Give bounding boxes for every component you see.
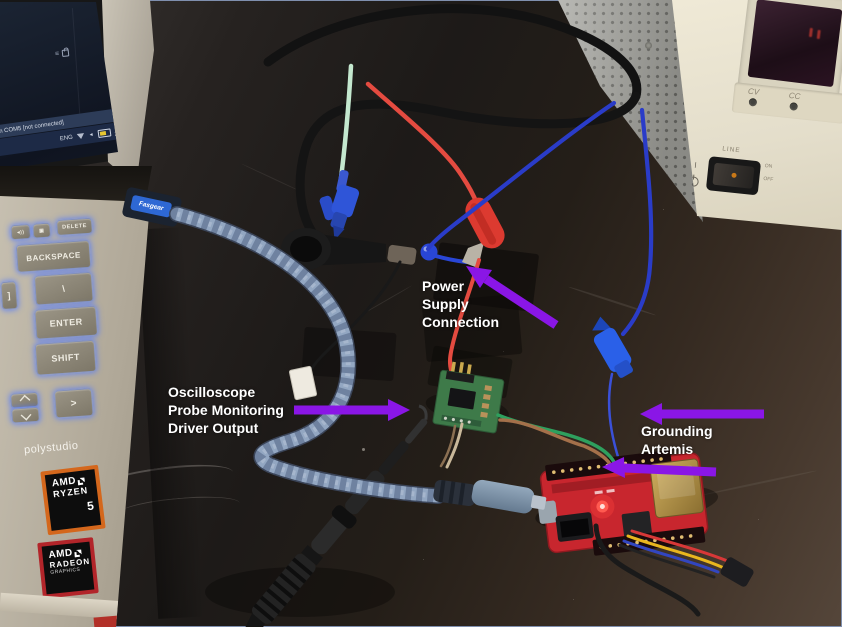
bottom-header <box>592 526 706 556</box>
usb-c-receptacle <box>537 500 558 524</box>
window-icons: ≡ <box>54 49 70 58</box>
mint-wire <box>337 63 354 189</box>
grounding-annotation: Grounding Artemis <box>641 423 713 458</box>
menu-icon: ≡ <box>54 50 60 58</box>
blue-alligator-clip-right <box>592 316 633 378</box>
amd-radeon-sticker: AMD RADEON GRAPHICS <box>37 537 99 599</box>
power-supply-unit: CV CC LINE ON OFF I <box>545 0 842 242</box>
table-specks <box>362 448 365 451</box>
line-label: LINE <box>721 145 741 155</box>
jst-connector <box>555 512 594 542</box>
input-language: ENG <box>59 134 74 142</box>
table-scratch <box>701 469 817 497</box>
speaker-icon: ◄ <box>88 131 94 138</box>
brown-signal-wire <box>498 418 612 466</box>
off-label: OFF <box>763 175 774 183</box>
table-scratch <box>241 163 305 194</box>
probe-ring <box>331 505 357 529</box>
amd-ryzen-sticker: AMD RYZEN 5 <box>40 464 106 536</box>
oscilloscope-annotation: Oscilloscope Probe Monitoring Driver Out… <box>168 384 284 437</box>
artemis-board <box>535 450 719 556</box>
blue-alligator-clip-upper <box>319 169 360 241</box>
bead-highlight <box>423 246 429 252</box>
cc-led-icon <box>789 102 798 111</box>
laptop-screen: ≡ on COM5 [not connected] 2 ENG ◄ 2:40 P… <box>0 2 118 170</box>
grounding-arrow-lower-head <box>602 457 625 478</box>
ic-chip <box>621 511 652 538</box>
power-on-symbol: I <box>693 160 698 170</box>
amd-logo-icon <box>77 476 86 485</box>
red-sticker-edge <box>93 614 133 627</box>
status-led-glow <box>590 494 615 519</box>
cable-strain-relief <box>433 479 477 507</box>
laptop-front-edge <box>0 592 150 622</box>
key-backspace[interactable]: BACKSPACE <box>15 239 92 273</box>
blue-bead-connector <box>420 243 438 261</box>
table-scratch <box>359 285 413 316</box>
line-switch-area: LINE ON OFF I <box>682 140 809 222</box>
artemis-module <box>649 458 704 519</box>
cv-label: CV <box>747 86 760 97</box>
cv-led-icon <box>748 97 757 107</box>
tan-wire <box>445 422 464 469</box>
cc-label: CC <box>788 90 801 102</box>
tape-patch <box>301 326 397 382</box>
tan-wire-2 <box>439 424 457 468</box>
blue-ground-wire <box>607 372 621 462</box>
key-backslash[interactable]: \ <box>33 271 94 306</box>
black-bundle-wire <box>618 543 716 579</box>
oscilloscope-arrow-head <box>388 399 410 421</box>
key-media-1[interactable]: ◂)) <box>10 223 32 241</box>
oscilloscope-probe <box>251 404 428 625</box>
table-scratch <box>567 285 657 317</box>
key-enter[interactable]: ENTER <box>34 305 99 340</box>
status-led <box>596 500 609 513</box>
green-signal-wire <box>496 413 616 464</box>
wifi-icon <box>76 133 85 140</box>
key-media-2[interactable]: ▣ <box>32 222 52 239</box>
yellow-bundle-wire <box>626 534 726 570</box>
keyboard: ◂)) ▣ DELETE BACKSPACE ] \ ENTER SHIFT > <box>0 214 136 452</box>
power-supply-front-panel: CV CC LINE ON OFF I <box>672 0 842 230</box>
key-right-bracket[interactable]: ] <box>0 281 19 311</box>
power-supply-display-glass <box>747 0 842 88</box>
cable-brand-label: Fasgear <box>138 200 165 213</box>
red-bundle-wire <box>630 529 732 564</box>
power-switch[interactable] <box>705 156 762 196</box>
grey-connector <box>387 244 417 265</box>
key-greater[interactable]: > <box>53 388 94 419</box>
screw-icon <box>645 42 652 49</box>
red-wire <box>365 81 480 207</box>
on-label: ON <box>764 162 773 170</box>
probe-cable-tail <box>245 604 270 627</box>
black-wire-bottom <box>593 523 701 617</box>
lock-icon <box>61 49 70 57</box>
probe-shadow <box>205 567 395 617</box>
ryzen-series: 5 <box>86 498 95 514</box>
key-delete[interactable]: DELETE <box>56 217 94 237</box>
grounding-arrow-lower <box>623 463 717 477</box>
power-supply-annotation: Power Supply Connection <box>422 278 499 331</box>
key-arrow-down[interactable] <box>11 406 41 424</box>
amd-logo-icon <box>74 548 83 557</box>
probe-accessory-knob <box>281 228 386 270</box>
editor-panel-divider <box>71 8 82 126</box>
blue-bundle-wire <box>622 539 720 574</box>
probe-tip <box>405 418 428 444</box>
battery-icon <box>96 127 111 138</box>
bundle-connector <box>720 557 754 587</box>
usb-c-plug <box>471 479 547 514</box>
key-shift[interactable]: SHIFT <box>34 339 97 376</box>
